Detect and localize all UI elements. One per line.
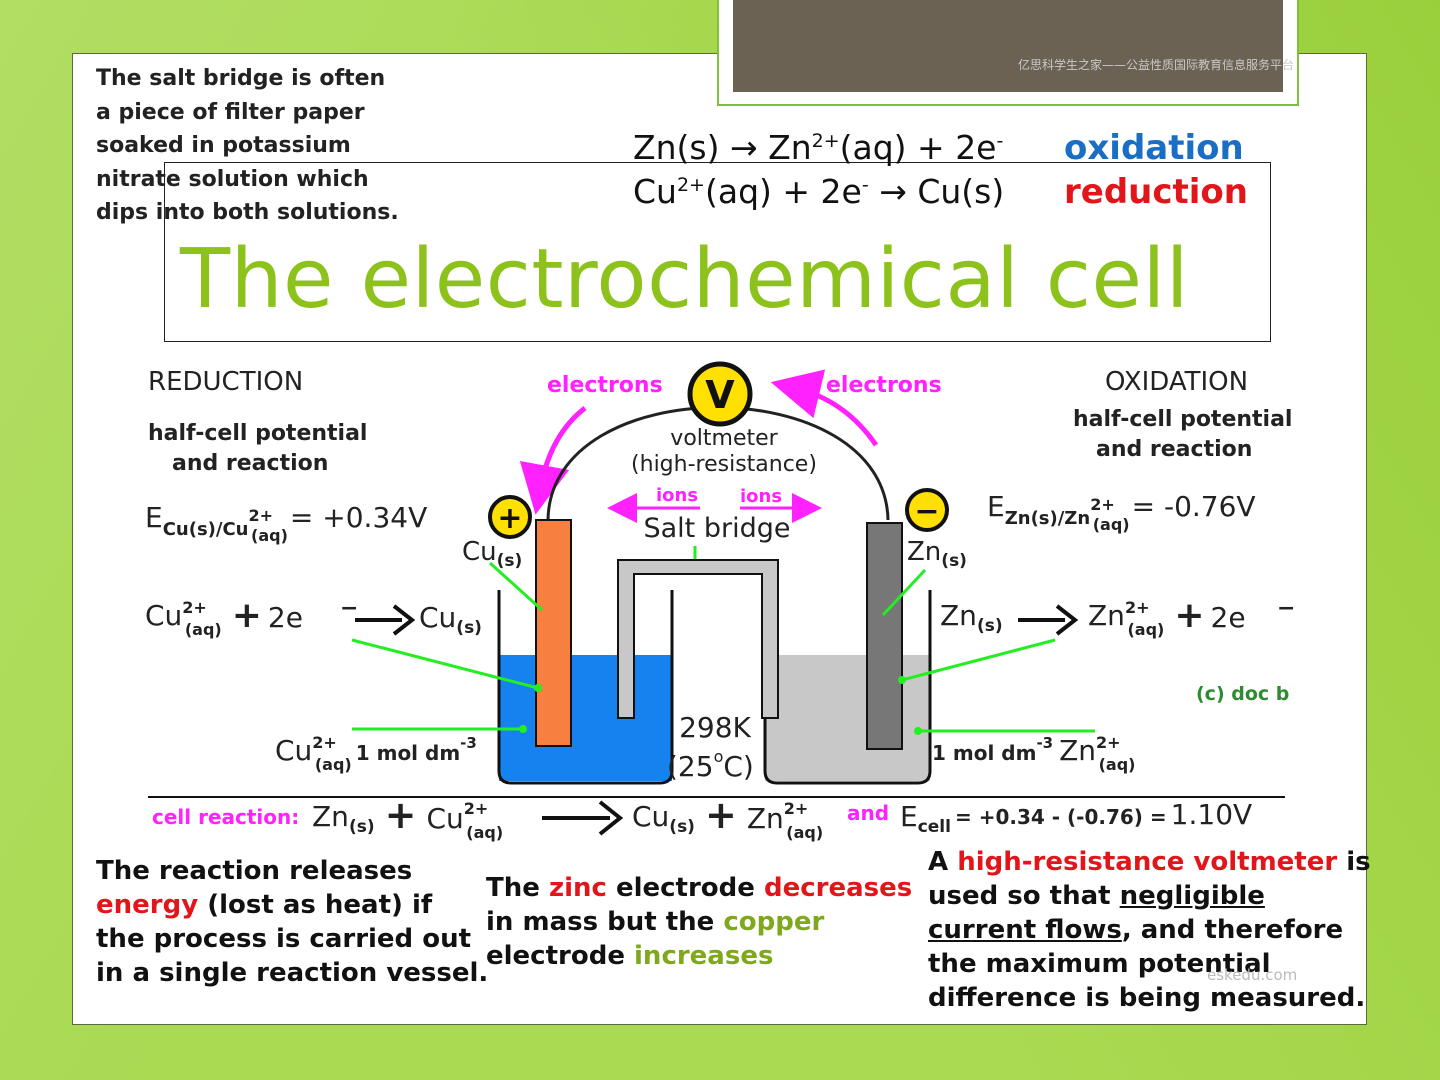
cu-concentration: Cu2+(aq)1 mol dm-3: [275, 733, 477, 774]
pointer-dot: [898, 676, 906, 684]
zn-beaker: [763, 590, 932, 785]
negative-terminal-icon: [905, 488, 949, 532]
reduction-heading: REDUCTION: [148, 367, 303, 397]
zn-electrode-label: Zn(s): [907, 537, 967, 571]
cu-electrode-label: Cu(s): [462, 537, 522, 571]
half-cell-left-l2: and reaction: [172, 451, 328, 476]
top-banner: [717, 0, 1299, 106]
ions-label-left: ions: [656, 485, 698, 506]
voltmeter-label: voltmeter: [670, 426, 778, 451]
zn-half-product: Zn2+(aq)+2e: [1088, 595, 1246, 639]
salt-note-line: a piece of filter paper: [96, 99, 365, 125]
reduction-equation: Cu2+(aq) + 2e- → Cu(s): [633, 172, 1005, 211]
cu-beaker: [497, 590, 674, 785]
zn-half-electron-superscript: −: [1277, 596, 1295, 621]
oxidation-equation: Zn(s) → Zn2+(aq) + 2e-: [633, 128, 1004, 167]
pointer-dot: [519, 725, 527, 733]
pointer-dot: [914, 727, 922, 735]
salt-note-line: The salt bridge is often: [96, 66, 386, 91]
cell-emf: Ecell= +0.34 - (-0.76) =1.10V: [900, 798, 1252, 837]
cell-reaction-label: cell reaction:: [152, 805, 299, 829]
half-cell-right-l2: and reaction: [1096, 437, 1252, 462]
half-cell-right-l1: half-cell potential: [1073, 407, 1292, 432]
electron-flow-arrow-left: [519, 406, 587, 515]
pointer-dot: [534, 684, 542, 692]
half-cell-left-l1: half-cell potential: [148, 421, 367, 446]
pointer-zn-electrode: [881, 568, 927, 617]
electron-flow-arrow-right: [770, 369, 879, 447]
cu-potential: ECu(s)/Cu2+(aq)= +0.34V: [145, 501, 427, 545]
minus-sign: −: [914, 494, 939, 529]
cell-reaction-and: and: [847, 801, 889, 825]
copper-electrode: [535, 519, 572, 747]
site-watermark: eskedu.com: [1207, 966, 1298, 984]
positive-terminal-icon: [488, 495, 532, 539]
cu-half-arrowhead: [392, 604, 416, 636]
slide-panel: [72, 53, 1367, 1025]
voltmeter-resistance-label: (high-resistance): [631, 452, 817, 477]
cu-half-electron-superscript: −: [340, 596, 358, 621]
zn-half-equation: Zn(s): [940, 599, 1003, 636]
zn-half-arrowhead: [1055, 604, 1079, 636]
pointer-cu-electrode: [488, 561, 544, 612]
title-frame: [164, 162, 1271, 342]
zn-solution: [765, 655, 930, 781]
reduction-label: reduction: [1064, 172, 1248, 212]
copyright-label: (c) doc b: [1196, 683, 1289, 705]
watermark-text: 亿思科学生之家——公益性质国际教育信息服务平台: [1017, 58, 1294, 72]
zn-potential: EZn(s)/Zn2+(aq)= -0.76V: [987, 490, 1256, 534]
electrons-label-left: electrons: [547, 373, 663, 398]
cell-reaction-products: Cu(s)+Zn2+(aq): [632, 793, 823, 842]
cu-half-product: Cu(s): [419, 601, 482, 638]
page-title: The electrochemical cell: [180, 232, 1190, 327]
electrochemical-cell-diagram: REDUCTION half-cell potential and reacti…: [145, 361, 1295, 842]
ions-label-right: ions: [740, 486, 782, 507]
salt-note-line: nitrate solution which: [96, 166, 369, 192]
cell-reaction-arrowhead: [598, 800, 624, 836]
temperature-celsius: (25oC): [667, 747, 754, 783]
plus-sign: +: [497, 501, 522, 536]
voltmeter-caption: A high-resistance voltmeter is used so t…: [928, 847, 1371, 1013]
mass-change-caption: The zinc electrode decreases in mass but…: [486, 873, 913, 971]
banner-image: [733, 0, 1283, 92]
zinc-electrode: [866, 522, 903, 750]
oxidation-label: oxidation: [1064, 128, 1244, 168]
salt-bridge-tube: [617, 559, 779, 719]
cu-half-equation: Cu2+(aq)+2e: [145, 595, 303, 639]
energy-caption: The reaction releases energy (lost as he…: [96, 856, 489, 988]
pointer-zn-mid: [901, 638, 1056, 682]
voltmeter-icon: [687, 361, 753, 427]
salt-note-line: dips into both solutions.: [96, 200, 399, 225]
temperature-kelvin: 298K: [679, 711, 751, 744]
oxidation-heading: OXIDATION: [1105, 367, 1248, 397]
salt-bridge-note: The salt bridge is often a piece of filt…: [96, 62, 436, 230]
salt-bridge-label: Salt bridge: [644, 513, 791, 544]
electrons-label-right: electrons: [826, 373, 942, 398]
pointer-cu-mid: [351, 638, 539, 690]
cell-reaction-reactants: Zn(s)+Cu2+(aq): [312, 793, 503, 842]
salt-note-line: soaked in potassium: [96, 133, 351, 158]
cu-solution: [499, 655, 672, 781]
voltmeter-symbol: V: [705, 373, 735, 417]
